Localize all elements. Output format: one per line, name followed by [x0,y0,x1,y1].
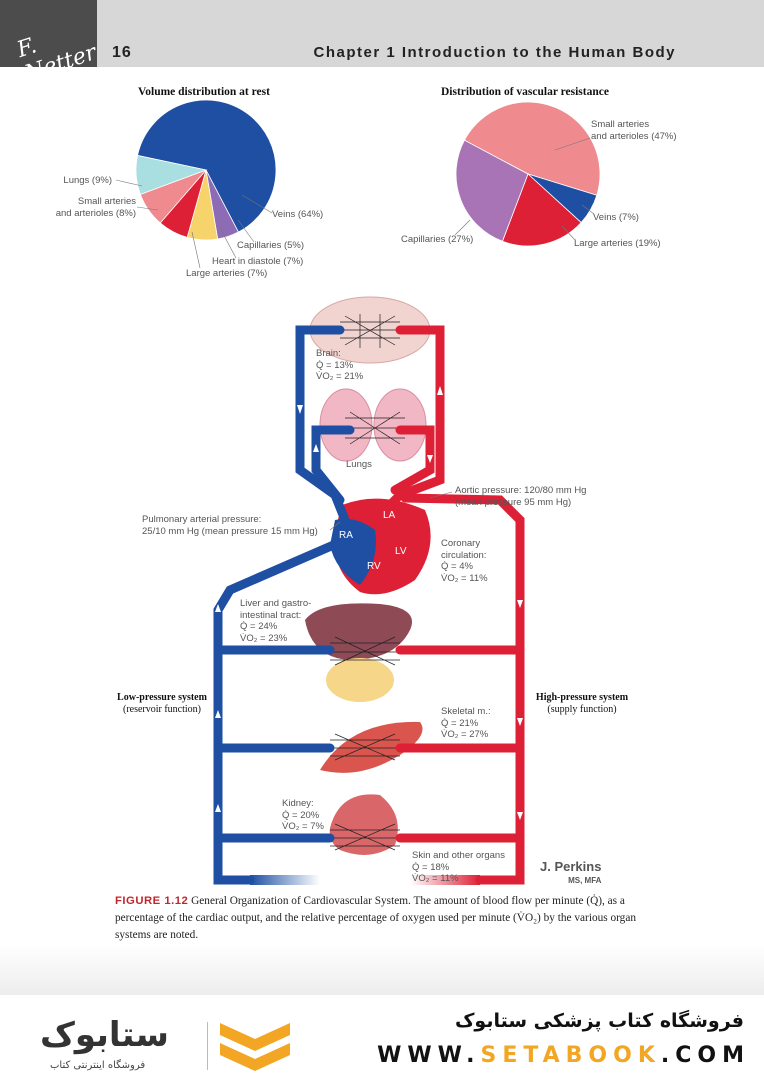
label-aortic-pressure: Aortic pressure: 120/80 mm Hg (mean pres… [455,485,587,508]
pie-leader-lines [115,137,595,269]
label-skin: Skin and other organs Q̇ = 18% V̇O₂ = 11… [412,850,505,884]
artist-credentials: MS, MFA [568,876,602,885]
store-logo: ستابوک [40,1015,169,1055]
logo-divider [207,1022,208,1070]
flow-arrows [215,386,523,820]
leader-large-arteries [191,231,201,269]
artist-credit: J. Perkins MS, MFA [540,858,601,885]
label-lungs: Lungs (9%) [63,175,112,186]
footer-fade [0,945,764,997]
page-header [0,0,764,67]
leader-small-arteries-r [554,137,591,151]
store-url[interactable]: WWW.SETABOOK.COM [377,1043,750,1068]
figure-caption: FIGURE 1.12 General Organization of Card… [115,893,655,944]
right-heart-organ [330,518,376,585]
caption-text: General Organization of Cardiovascular S… [115,895,636,941]
venous-fade [250,875,320,885]
left-lung-organ [319,388,373,462]
label-brain: Brain: Q̇ = 13% V̇O₂ = 21% [316,348,364,382]
leader-small-arteries [136,206,159,211]
label-coronary: Coronary circulation: Q̇ = 4% V̇O₂ = 11% [441,538,488,584]
arterial-vessels [385,325,525,885]
netter-logo: F. Netter [0,0,100,87]
label-lv: LV [395,546,407,557]
store-logo-subtitle: فروشگاه اینترنتی کتاب [50,1060,146,1071]
label-small-arteries: Small arteries and arterioles (8%) [55,196,136,219]
label-veins: Veins (64%) [272,209,324,220]
label-pulmonary-pressure: Pulmonary arterial pressure: 25/10 mm Hg… [142,514,318,537]
arterial-fade [410,875,480,885]
leader-veins-r [581,204,595,215]
leader-capillaries-r [454,219,471,236]
label-la: LA [383,510,396,521]
pie-slice-small-arteries-and-arterioles [463,101,601,196]
volume-pie-title: Volume distribution at rest [138,86,270,98]
leader-large-arteries-r [561,225,576,241]
chevron-logo-icon [220,1023,290,1071]
label-veins-r: Veins (7%) [593,212,639,223]
leader-veins [241,194,273,214]
pie-slice-veins [137,99,277,233]
label-low-pressure: Low-pressure system (reservoir function) [117,692,207,715]
label-lungs-diagram: Lungs [346,459,372,470]
label-liver: Liver and gastro- intestinal tract: Q̇ =… [240,598,312,644]
pie-slice-capillaries [455,139,529,242]
label-high-pressure: High-pressure system (supply function) [535,692,629,715]
circulation-diagram [213,296,525,885]
page-number: 16 [112,44,132,61]
aorta [400,493,525,885]
pulmonary-vein [390,425,435,495]
figure-label: FIGURE 1.12 [115,895,189,907]
label-heart: Heart in diastole (7%) [212,256,304,267]
label-large-arteries-r: Large arteries (19%) [574,238,661,249]
pie-charts [115,99,601,269]
diagram-leader-lines [329,491,453,531]
store-footer [0,995,764,1080]
resistance-pie-title: Distribution of vascular resistance [441,86,609,98]
chapter-title: Chapter 1 Introduction to the Human Body [313,44,676,61]
kidney-organ [329,794,398,855]
label-ra: RA [339,530,353,541]
label-large-arteries: Large arteries (7%) [186,268,268,279]
label-small-arteries-r: Small arteries and arterioles (47%) [591,119,677,142]
label-skeletal: Skeletal m.: Q̇ = 21% V̇O₂ = 27% [441,706,491,740]
leader-heart [219,227,237,259]
capillary-nets [330,314,405,851]
label-capillaries: Capillaries (5%) [237,240,305,251]
pie-slice-lungs [135,154,208,195]
right-lung-organ [373,388,427,462]
leader-lungs [115,179,143,187]
gi-organ [326,658,394,702]
resistance-pie [455,101,601,247]
pie-slice-large-arteries [501,173,582,247]
liver-organ [305,603,412,660]
label-capillaries-r: Capillaries (27%) [401,234,474,245]
label-rv: RV [367,561,381,572]
label-kidney: Kidney: Q̇ = 20% V̇O₂ = 7% [282,798,324,832]
artist-name: J. Perkins [540,859,602,874]
store-name: فروشگاه کتاب پزشکی ستابوک [454,1010,744,1032]
carotid-artery [385,325,445,510]
leader-capillaries [237,219,255,243]
volume-pie [135,99,277,241]
muscle-organ [320,721,423,773]
